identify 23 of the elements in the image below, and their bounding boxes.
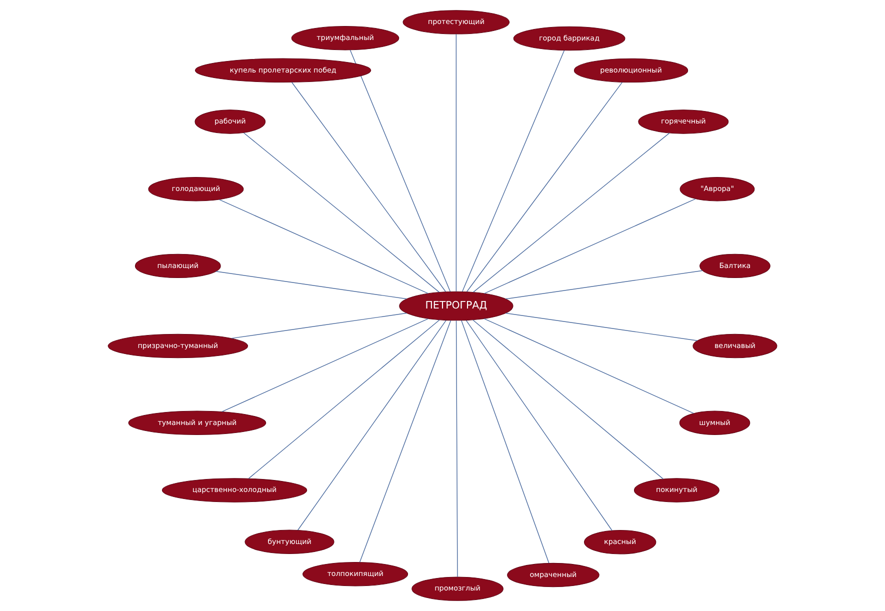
connector bbox=[472, 132, 670, 293]
connector bbox=[456, 320, 458, 578]
connector bbox=[484, 318, 694, 414]
connector bbox=[505, 312, 698, 341]
connector bbox=[248, 320, 440, 479]
connector bbox=[297, 320, 446, 530]
connector bbox=[291, 82, 446, 292]
connector bbox=[231, 312, 407, 339]
connector bbox=[456, 34, 457, 292]
connector bbox=[350, 50, 451, 292]
connector bbox=[243, 132, 440, 293]
connector bbox=[466, 320, 612, 531]
connector bbox=[218, 199, 428, 294]
connector bbox=[472, 320, 664, 480]
connector bbox=[505, 270, 703, 300]
connector bbox=[466, 82, 623, 292]
connector bbox=[462, 50, 565, 292]
connector bbox=[359, 320, 452, 562]
node-ellipse: ПЕТРОГРАД bbox=[399, 291, 514, 321]
connector bbox=[222, 318, 429, 412]
connector bbox=[461, 320, 550, 564]
connector bbox=[216, 271, 407, 300]
connector bbox=[484, 198, 696, 294]
